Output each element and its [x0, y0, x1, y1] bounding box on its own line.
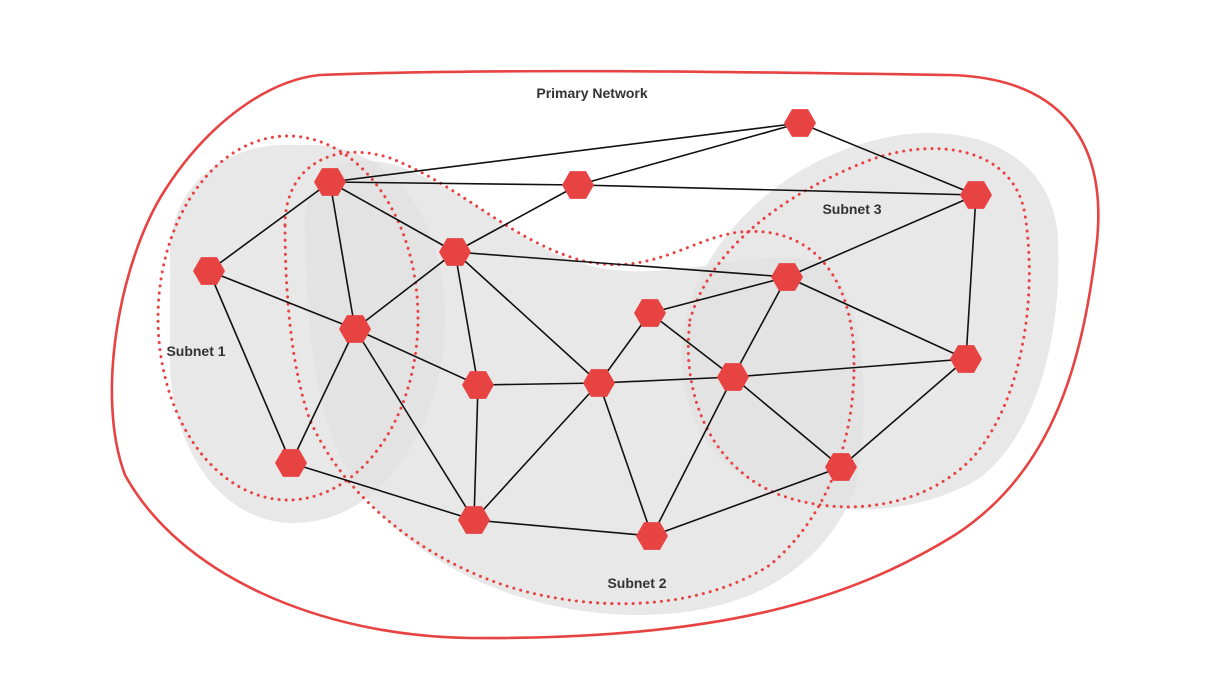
edge-node-4-node-8 [454, 184, 579, 253]
edge-node-11-node-13 [786, 194, 977, 278]
subnet-3-boundary [686, 147, 1031, 509]
edge-node-5-node-6 [290, 462, 475, 521]
edge-node-16-node-17 [651, 376, 734, 537]
edge-node-10-node-16 [649, 312, 734, 378]
node-4 [439, 238, 471, 266]
subnet-shading [170, 132, 1059, 615]
node-6 [458, 506, 490, 534]
edge-node-2-node-12 [329, 122, 801, 183]
node-16 [717, 363, 749, 391]
network-edges [208, 122, 977, 537]
edge-node-9-node-16 [598, 376, 734, 384]
edge-node-10-node-11 [649, 276, 788, 314]
node-11 [771, 263, 803, 291]
edge-node-9-node-17 [598, 382, 653, 537]
node-1 [193, 257, 225, 285]
edge-node-8-node-12 [577, 122, 801, 186]
edge-node-1-node-5 [208, 270, 292, 464]
subnet-1-label: Subnet 1 [166, 343, 225, 359]
edge-node-4-node-9 [454, 251, 600, 384]
edge-node-3-node-7 [354, 328, 479, 386]
subnet-1-boundary [156, 134, 420, 502]
edge-node-4-node-7 [454, 251, 479, 386]
edge-node-1-node-2 [208, 181, 331, 272]
node-5 [275, 449, 307, 477]
node-7 [462, 371, 494, 399]
edge-node-12-node-13 [799, 122, 977, 196]
subnet-3-label: Subnet 3 [822, 201, 881, 217]
edge-node-14-node-15 [840, 358, 967, 468]
edge-node-2-node-3 [329, 181, 356, 330]
edge-node-6-node-7 [473, 384, 479, 521]
edge-node-11-node-16 [732, 276, 788, 378]
edge-node-13-node-14 [965, 194, 977, 360]
node-13 [960, 181, 992, 209]
edge-node-8-node-13 [577, 184, 977, 196]
node-17 [636, 522, 668, 550]
node-14 [950, 345, 982, 373]
primary-network-boundary [110, 69, 1100, 640]
node-2 [314, 168, 346, 196]
edge-node-1-node-3 [208, 270, 356, 330]
edge-node-4-node-11 [454, 251, 788, 278]
edge-node-15-node-16 [732, 376, 842, 468]
edge-node-11-node-14 [786, 276, 967, 360]
node-8 [562, 171, 594, 199]
edge-node-7-node-9 [477, 382, 600, 386]
edge-node-2-node-4 [329, 181, 456, 253]
edge-node-3-node-4 [354, 251, 456, 330]
subnet-2-label: Subnet 2 [607, 575, 666, 591]
edge-node-6-node-9 [473, 382, 600, 521]
node-15 [825, 453, 857, 481]
edge-node-3-node-6 [354, 328, 475, 521]
edge-node-6-node-17 [473, 519, 653, 537]
edge-node-17-node-15 [651, 466, 842, 537]
edge-node-14-node-16 [732, 358, 967, 378]
edge-node-2-node-8 [329, 181, 579, 186]
subnet-3-shade [681, 132, 1059, 510]
network-nodes [193, 109, 992, 550]
subnet-2-boundary [283, 150, 856, 606]
node-12 [784, 109, 816, 137]
node-9 [583, 369, 615, 397]
primary-network-label: Primary Network [536, 85, 647, 101]
edge-node-3-node-5 [290, 328, 356, 464]
node-10 [634, 299, 666, 327]
node-3 [339, 315, 371, 343]
